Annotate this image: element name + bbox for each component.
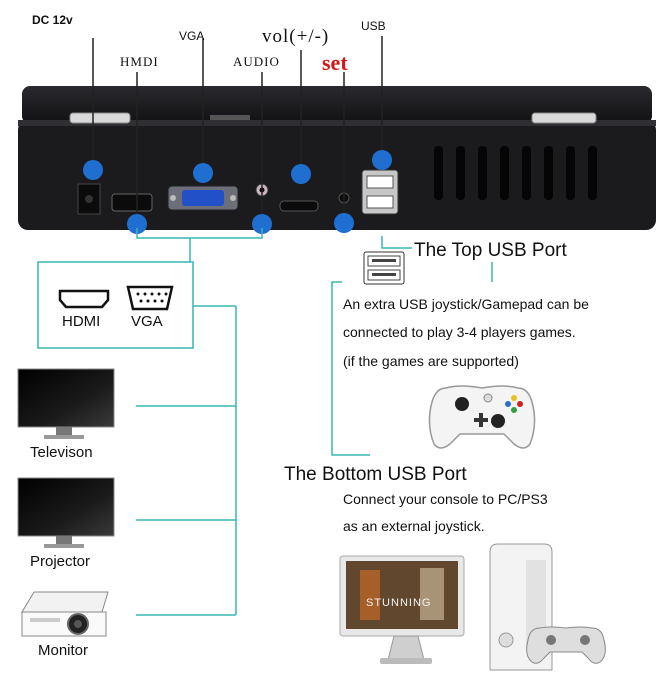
connector-lines — [136, 228, 493, 616]
label-usb: USB — [361, 19, 386, 33]
ports-row — [77, 146, 597, 215]
label-monitor: Monitor — [38, 642, 89, 659]
monitor-icon — [21, 591, 109, 637]
dot-hdmi — [127, 214, 147, 234]
label-projector: Projector — [30, 553, 91, 570]
marker-dots — [83, 150, 392, 234]
box-label-hdmi: HDMI — [62, 313, 101, 330]
dot-audio — [252, 214, 272, 234]
television-icon — [17, 368, 115, 439]
bottom-usb-line-2: as an external joystick. — [343, 518, 485, 534]
vol-rocker — [279, 200, 319, 212]
dot-vol — [291, 164, 311, 184]
hdmi-icon — [58, 289, 110, 309]
top-usb-line-3: (if the games are supported) — [343, 353, 519, 369]
label-vol: vol(+/-) — [262, 26, 330, 47]
vga-icon — [126, 285, 174, 311]
dot-dc — [83, 160, 103, 180]
console-gamepad-icon — [526, 626, 606, 664]
label-hdmi: HMDI — [120, 54, 159, 69]
hinge-left — [69, 112, 131, 124]
label-set: set — [322, 50, 348, 75]
hinge-right — [531, 112, 597, 124]
projector-icon — [17, 477, 115, 548]
bottom-usb-line-1: Connect your console to PC/PS3 — [343, 491, 548, 507]
top-usb-title: The Top USB Port — [414, 240, 567, 261]
gamepad-icon — [428, 385, 536, 449]
dot-set — [334, 213, 354, 233]
label-audio: AUDIO — [233, 54, 280, 69]
label-televison: Televison — [30, 444, 93, 461]
top-usb-line-1: An extra USB joystick/Gamepad can be — [343, 296, 589, 312]
bottom-usb-title: The Bottom USB Port — [284, 464, 467, 485]
dot-vga — [193, 163, 213, 183]
screen-text: STUNNING — [366, 597, 432, 609]
label-dc: DC 12v — [32, 13, 73, 27]
box-label-vga: VGA — [131, 313, 163, 330]
computer-icon — [339, 555, 465, 664]
dot-usb — [372, 150, 392, 170]
leader-lines — [92, 36, 383, 222]
usb-port-icon — [363, 251, 405, 285]
label-vga: VGA — [179, 29, 205, 43]
top-usb-line-2: connected to play 3-4 players games. — [343, 324, 576, 340]
video-output-box — [37, 261, 194, 349]
hdmi-port — [111, 193, 153, 212]
